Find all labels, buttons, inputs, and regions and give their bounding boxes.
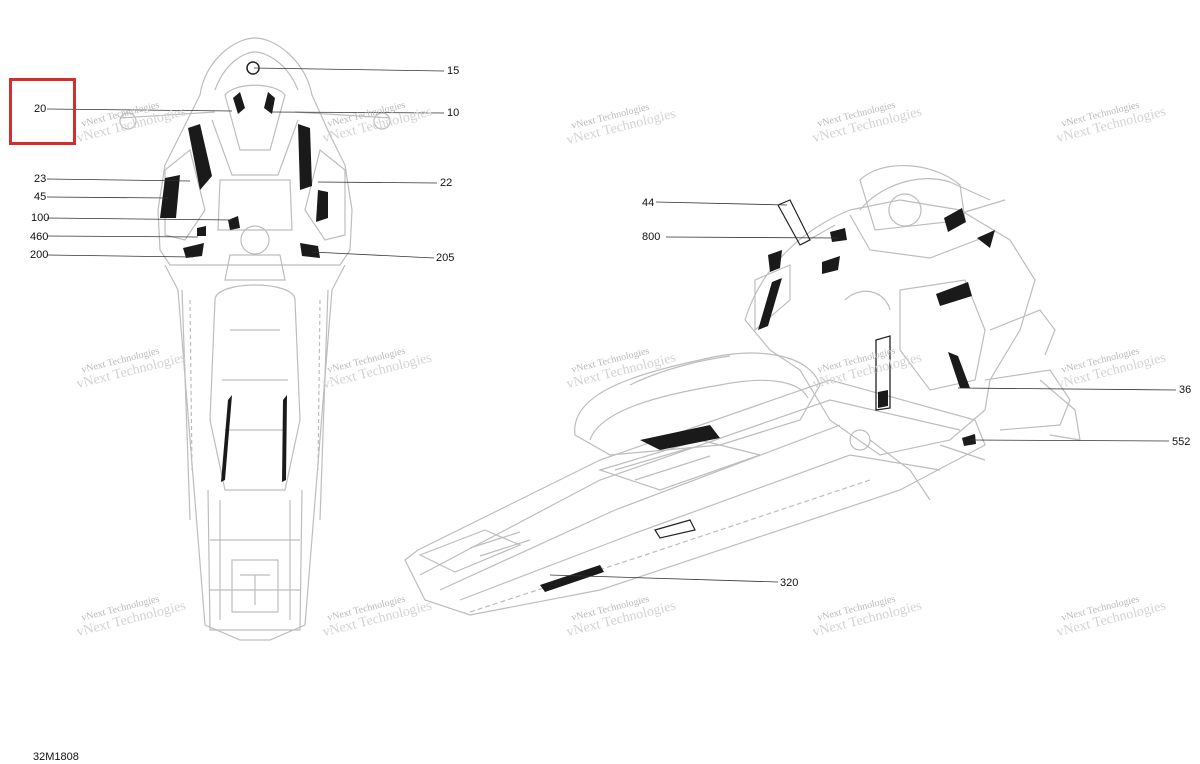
callout-15[interactable]: 15 (447, 65, 460, 77)
leader-lines (46, 67, 1177, 583)
callout-36[interactable]: 36 (1179, 384, 1192, 396)
snowmobile-top-view (119, 37, 391, 641)
callout-800[interactable]: 800 (642, 231, 661, 243)
callout-10[interactable]: 10 (447, 107, 460, 119)
snowmobile-iso-view (404, 164, 1081, 616)
top-view-decals (160, 61, 328, 482)
callout-100[interactable]: 100 (31, 212, 50, 224)
iso-view-decals (540, 199, 995, 592)
callout-552[interactable]: 552 (1172, 436, 1191, 448)
figure-code: 32M1808 (33, 751, 79, 763)
callout-22[interactable]: 22 (440, 177, 453, 189)
callout-44[interactable]: 44 (642, 197, 655, 209)
callout-320[interactable]: 320 (780, 577, 799, 589)
callout-20[interactable]: 20 (34, 103, 47, 115)
callout-45[interactable]: 45 (34, 191, 47, 203)
callout-23[interactable]: 23 (34, 173, 47, 185)
callout-205[interactable]: 205 (436, 252, 455, 264)
callout-460[interactable]: 460 (30, 231, 49, 243)
selected-callout-highlight (9, 78, 76, 145)
callout-200[interactable]: 200 (30, 249, 49, 261)
